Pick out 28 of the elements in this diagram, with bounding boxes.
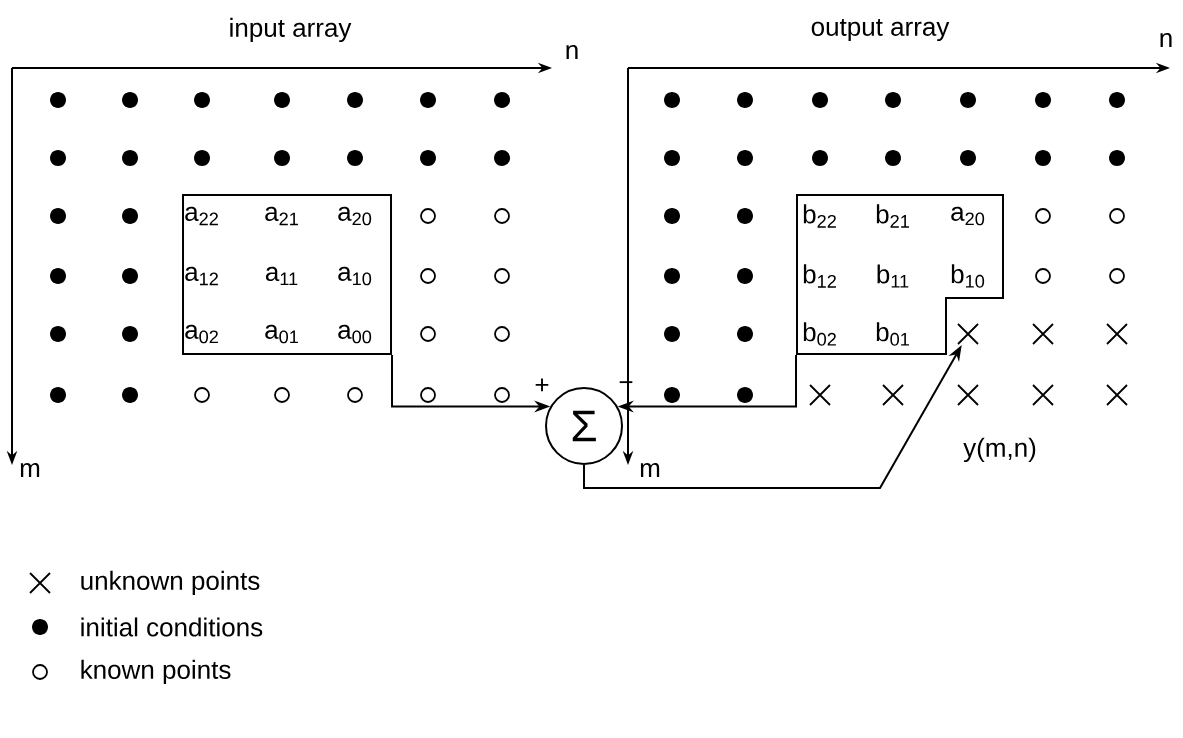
axis-label: m	[20, 463, 40, 477]
axis-label: m	[640, 463, 660, 477]
cell-label: a$_{20}$	[951, 206, 985, 226]
legend-label: known points	[81, 659, 231, 685]
cell-label: b$_{22}$	[803, 204, 836, 228]
cell-label: a$_{01}$	[265, 324, 298, 344]
cell-label: b$_{11}$	[877, 264, 909, 288]
cell-label: a$_{22}$	[185, 206, 218, 226]
cell-label: a$_{20}$	[338, 206, 372, 226]
legend-label: initial conditions	[81, 617, 263, 637]
cell-label: a$_{12}$	[185, 266, 218, 286]
legend-label: unknown points	[81, 570, 260, 596]
cell-label: b$_{21}$	[876, 204, 909, 228]
cell-label: a$_{10}$	[338, 266, 372, 286]
unknown-point-mark	[957, 323, 979, 345]
cell-label: b$_{02}$	[803, 322, 836, 346]
cell-label: b$_{10}$	[951, 264, 985, 288]
cell-label: a$_{02}$	[185, 324, 218, 344]
cell-label: b$_{01}$	[876, 322, 909, 346]
cell-label: a$_{21}$	[265, 206, 298, 226]
array-title: input array	[230, 17, 352, 43]
cell-label: a$_{00}$	[338, 324, 372, 344]
cell-label: a$_{11}$	[265, 266, 298, 286]
cell-label: b$_{12}$	[803, 264, 836, 288]
axis-label: n	[1160, 33, 1172, 47]
edge-label: y(m,n)	[961, 435, 1039, 465]
array-title: output array	[811, 18, 950, 42]
axis-label: n	[566, 45, 578, 59]
